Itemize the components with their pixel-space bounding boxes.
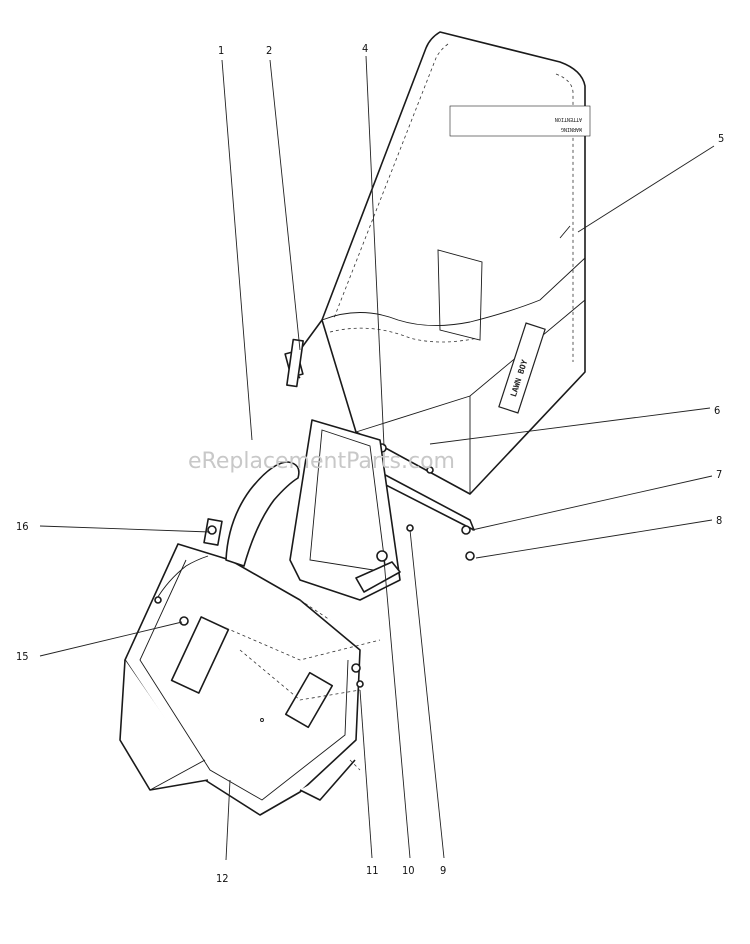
brand-decal: LAWN BOY: [498, 322, 546, 414]
hinge-pin: [286, 338, 304, 388]
callout-12: 12: [216, 872, 229, 885]
callout-10: 10: [402, 864, 415, 877]
callout-15: 15: [16, 650, 29, 663]
warning-decal: WARNING ATTENTION: [449, 105, 591, 137]
adapter-plate: [289, 419, 414, 688]
callout-9: 9: [440, 864, 446, 877]
callout-16: 16: [16, 520, 29, 533]
callout-1: 1: [218, 44, 224, 57]
watermark: eReplacementParts.com: [188, 449, 455, 474]
callout-11: 11: [366, 864, 379, 877]
callout-5: 5: [718, 132, 724, 145]
callout-8: 8: [716, 514, 722, 527]
callout-7: 7: [716, 468, 722, 481]
warning-text: WARNING: [561, 126, 582, 132]
callout-6: 6: [714, 404, 720, 417]
leader-lines: [39, 55, 715, 861]
spring-clip: [154, 525, 217, 626]
callouts: 1 2 4 5 6 7 8 9 10 11 12 15 16: [16, 42, 724, 885]
attention-text: ATTENTION: [555, 116, 582, 122]
assembly-lines: [225, 599, 381, 771]
handle: [203, 461, 300, 567]
chute-housing: [119, 543, 361, 816]
grass-bag: WARNING ATTENTION LAWN BOY: [321, 31, 591, 495]
callout-2: 2: [266, 44, 272, 57]
callout-4: 4: [362, 42, 368, 55]
